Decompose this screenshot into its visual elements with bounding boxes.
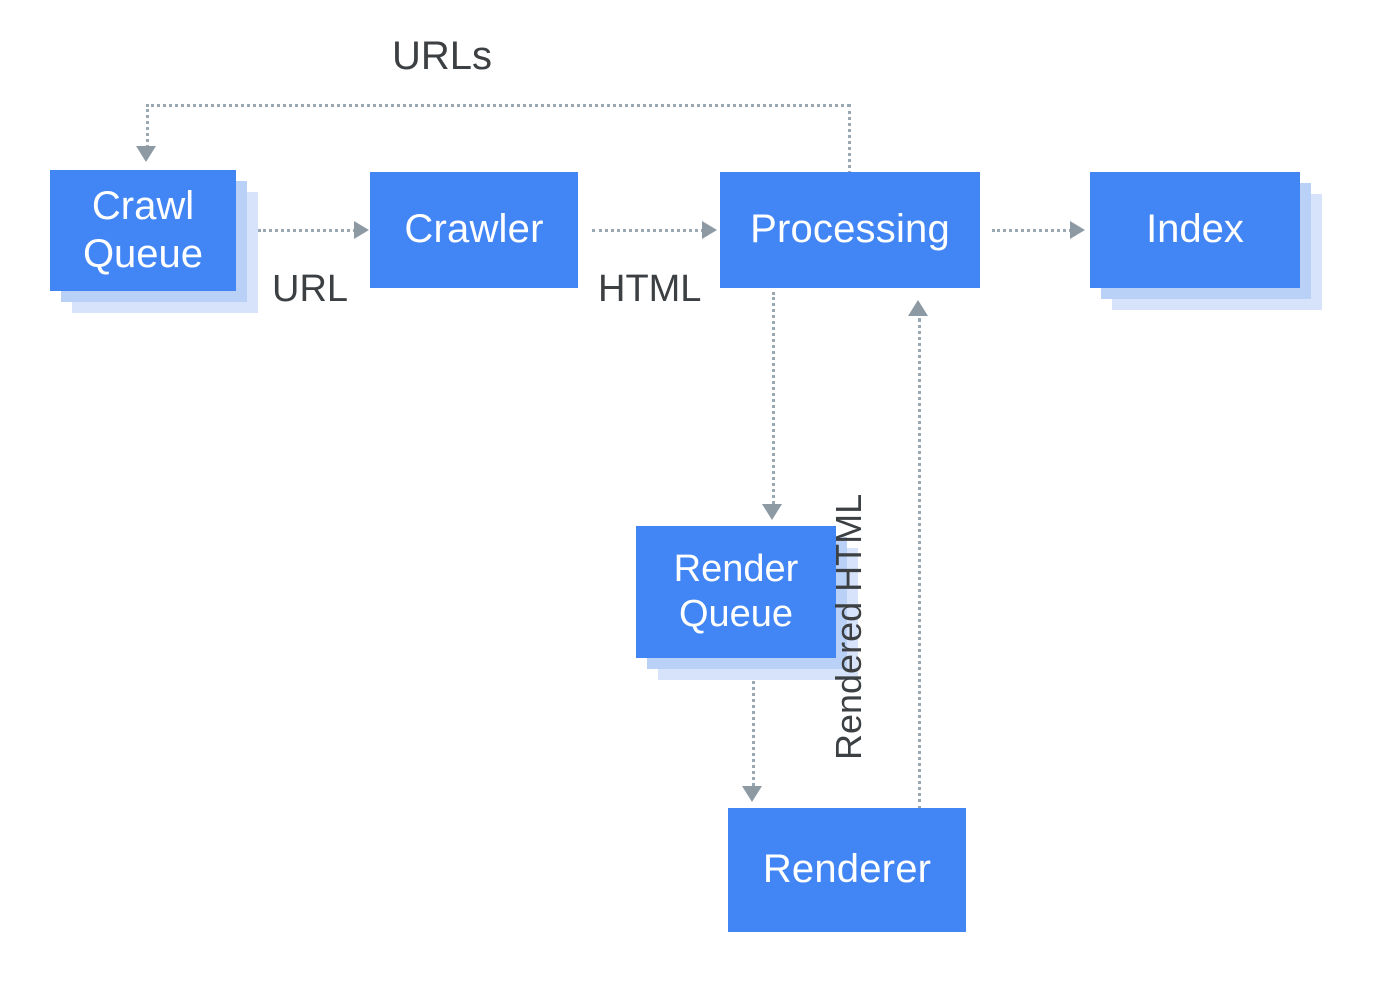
node-index-face: Index [1090,172,1300,288]
edge-renderer-arrowhead [742,786,762,802]
edge-renderer-line [752,668,755,786]
node-renderer-label: Renderer [762,847,932,892]
node-crawl-queue[interactable]: Crawl Queue [50,170,258,313]
edge-label-rendered-html: Rendered HTML [828,493,869,760]
node-crawler[interactable]: Crawler [370,172,578,288]
edge-url-arrowhead [354,221,369,239]
edge-label-html: HTML [598,268,702,310]
edge-renderedhtml-line [918,318,921,810]
node-renderer[interactable]: Renderer [728,808,966,932]
edge-index-line [992,229,1072,232]
node-crawl-queue-face: Crawl Queue [50,170,236,291]
node-crawler-label: Crawler [404,207,544,252]
edge-renderqueue-line [772,292,775,504]
node-render-queue[interactable]: Render Queue [636,526,858,680]
node-render-queue-label: Render Queue [673,548,799,635]
edge-urls-horizontal [146,104,850,107]
edge-html-line [592,229,704,232]
edge-urls-descender [146,104,149,148]
node-index[interactable]: Index [1090,172,1322,310]
edge-renderedhtml-arrowhead [908,300,928,316]
edge-urls-riser [848,104,851,174]
edge-index-arrowhead [1070,221,1085,239]
edge-html-arrowhead [702,221,717,239]
edge-label-url: URL [272,268,349,310]
node-processing[interactable]: Processing [720,172,980,288]
node-render-queue-face: Render Queue [636,526,836,658]
edge-urls-arrowhead [136,146,156,162]
node-processing-label: Processing [750,207,950,252]
node-index-label: Index [1146,207,1244,252]
edge-url-line [258,229,356,232]
edge-renderqueue-arrowhead [762,504,782,520]
node-crawl-queue-label: Crawl Queue [82,184,204,276]
edge-label-urls: URLs [392,34,493,78]
